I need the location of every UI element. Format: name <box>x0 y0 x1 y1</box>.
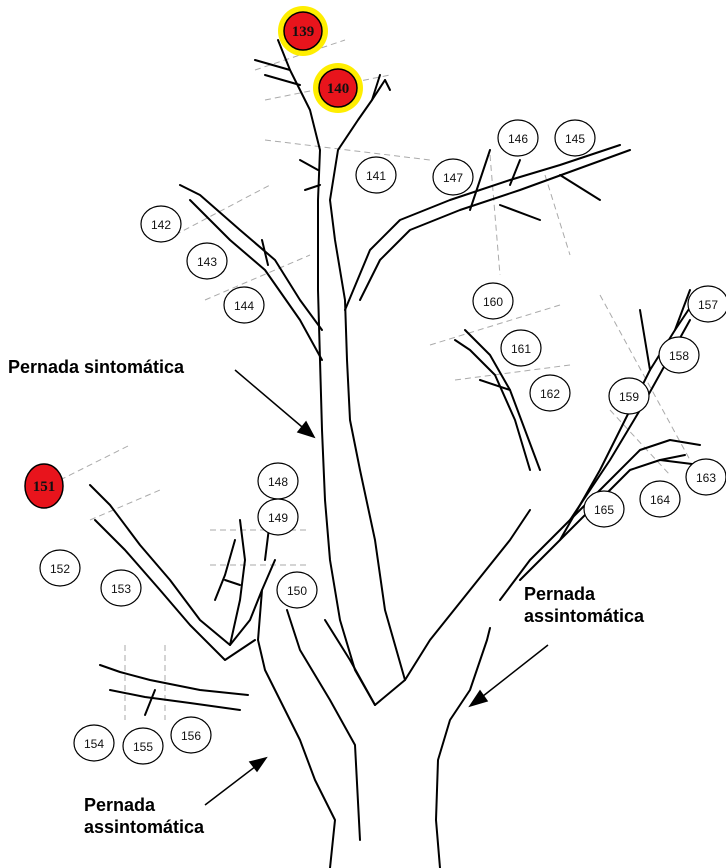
marker-label: 160 <box>483 295 503 309</box>
marker-144: 144 <box>224 287 264 323</box>
marker-145: 145 <box>555 120 595 156</box>
marker-151: 151 <box>25 464 63 508</box>
marker-label: 154 <box>84 737 104 751</box>
marker-140: 140 <box>313 63 363 113</box>
label-line-2: assintomática <box>524 605 644 627</box>
marker-141: 141 <box>356 157 396 193</box>
marker-160: 160 <box>473 283 513 319</box>
marker-label: 151 <box>33 479 56 495</box>
marker-label: 145 <box>565 132 585 146</box>
marker-165: 165 <box>584 491 624 527</box>
annotation-arrows <box>205 370 548 805</box>
marker-159: 159 <box>609 378 649 414</box>
marker-156: 156 <box>171 717 211 753</box>
marker-label: 139 <box>292 24 315 40</box>
label-pernada-sintomatica: Pernada sintomática <box>8 356 184 378</box>
arrow-symptomatic <box>235 370 308 432</box>
marker-148: 148 <box>258 463 298 499</box>
marker-153: 153 <box>101 570 141 606</box>
marker-146: 146 <box>498 120 538 156</box>
marker-label: 152 <box>50 562 70 576</box>
marker-147: 147 <box>433 159 473 195</box>
marker-164: 164 <box>640 481 680 517</box>
marker-label: 148 <box>268 475 288 489</box>
marker-label: 159 <box>619 390 639 404</box>
label-line-2: assintomática <box>84 816 204 838</box>
marker-label: 153 <box>111 582 131 596</box>
arrow-asymptomatic-right-head <box>470 691 487 706</box>
markers-layer: 139 140 141 142 143 144 145 146 147 148 149 150 151 1… <box>25 6 726 764</box>
label-pernada-assintomatica-right: Pernada assintomática <box>524 583 644 627</box>
marker-label: 143 <box>197 255 217 269</box>
marker-label: 146 <box>508 132 528 146</box>
marker-label: 161 <box>511 342 531 356</box>
marker-149: 149 <box>258 499 298 535</box>
marker-label: 142 <box>151 218 171 232</box>
marker-label: 162 <box>540 387 560 401</box>
marker-150: 150 <box>277 572 317 608</box>
arrow-asymptomatic-left <box>205 763 260 805</box>
marker-143: 143 <box>187 243 227 279</box>
label-pernada-assintomatica-left: Pernada assintomática <box>84 794 204 838</box>
marker-label: 163 <box>696 471 716 485</box>
marker-162: 162 <box>530 375 570 411</box>
marker-142: 142 <box>141 206 181 242</box>
arrow-asymptomatic-right <box>478 645 548 700</box>
marker-label: 165 <box>594 503 614 517</box>
marker-label: 164 <box>650 493 670 507</box>
marker-label: 141 <box>366 169 386 183</box>
marker-label: 150 <box>287 584 307 598</box>
label-line-1: Pernada <box>84 794 204 816</box>
label-line-1: Pernada <box>524 583 644 605</box>
marker-154: 154 <box>74 725 114 761</box>
marker-label: 149 <box>268 511 288 525</box>
marker-label: 156 <box>181 729 201 743</box>
marker-163: 163 <box>686 459 726 495</box>
arrow-symptomatic-head <box>298 422 314 437</box>
marker-157: 157 <box>688 286 726 322</box>
marker-158: 158 <box>659 337 699 373</box>
marker-155: 155 <box>123 728 163 764</box>
marker-label: 158 <box>669 349 689 363</box>
marker-label: 140 <box>327 81 350 97</box>
marker-152: 152 <box>40 550 80 586</box>
marker-label: 157 <box>698 298 718 312</box>
marker-161: 161 <box>501 330 541 366</box>
marker-label: 144 <box>234 299 254 313</box>
marker-label: 155 <box>133 740 153 754</box>
marker-label: 147 <box>443 171 463 185</box>
marker-139: 139 <box>278 6 328 56</box>
